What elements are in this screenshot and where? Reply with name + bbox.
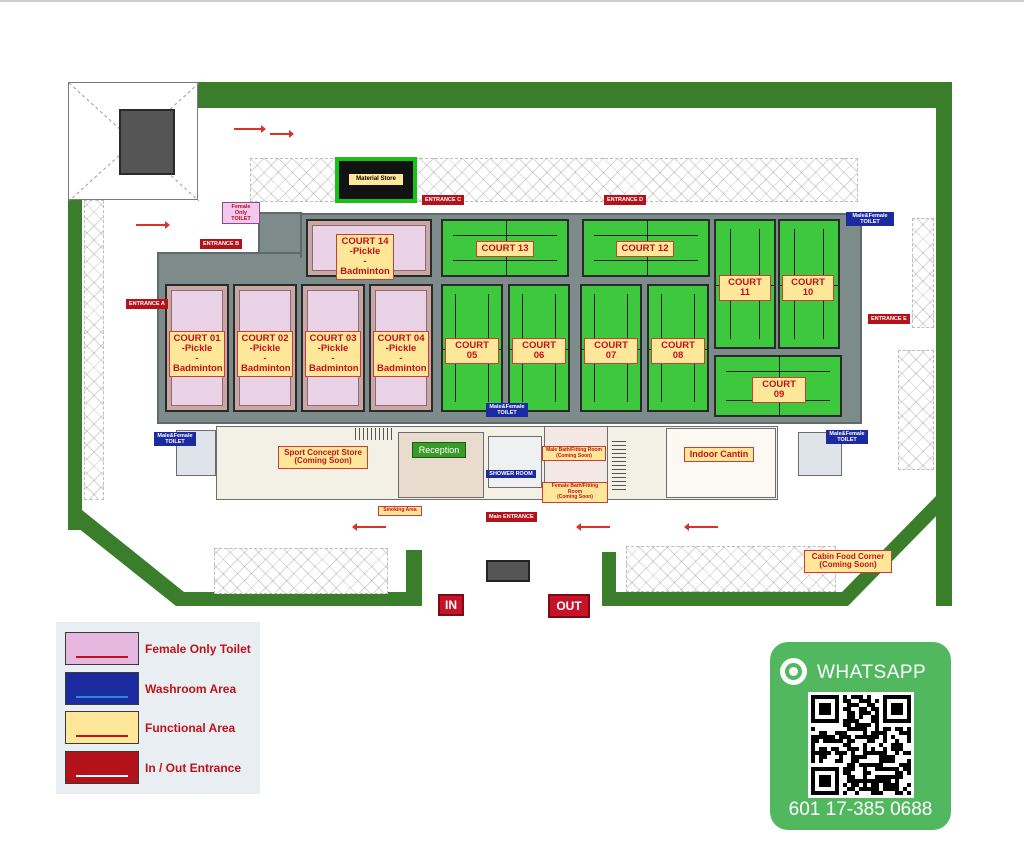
material-store: Material Store [335, 157, 417, 203]
court-08-label: COURT 08 [651, 338, 705, 364]
court-02-label: COURT 02 -Pickle -Badminton [237, 331, 293, 377]
court-07-label: COURT 07 [584, 338, 638, 364]
indoor-cantin-label: Indoor Cantin [684, 447, 754, 463]
whatsapp-title: WHATSAPP [817, 662, 927, 683]
in-gate: IN [438, 594, 464, 616]
court-12-label: COURT 12 [616, 241, 674, 257]
court-06-label: COURT 06 [512, 338, 566, 364]
court-09-label: COURT 09 [752, 377, 806, 403]
court-11-label: COURT 11 [719, 275, 771, 301]
gate-booth [486, 560, 530, 582]
court-10-label: COURT 10 [782, 275, 834, 301]
toilet-block-north [258, 212, 302, 254]
indoor-cantin-area [666, 428, 776, 498]
main-entrance-label: Main ENTRANCE [486, 512, 537, 522]
legend-item-inout: In / Out Entrance [65, 751, 255, 785]
parking-east [912, 218, 934, 328]
staircase-west [355, 428, 395, 440]
traffic-arrow [136, 221, 170, 229]
legend-item-washroom: Washroom Area [65, 672, 255, 706]
shower-room-label: SHOWER ROOM [486, 470, 536, 479]
mf-toilet-top-right-label: Male&Female TOILET [846, 212, 894, 227]
legend-label: Female Only Toilet [145, 642, 251, 656]
legend-swatch [65, 632, 139, 665]
legend-swatch [65, 751, 139, 784]
qr-code[interactable] [808, 692, 914, 798]
reception-label: Reception [412, 442, 466, 458]
west-landscape [68, 200, 82, 530]
whatsapp-icon [780, 658, 807, 685]
court-05-label: COURT 05 [445, 338, 499, 364]
legend-swatch [65, 672, 139, 705]
entrance-d-label: ENTRANCE D [604, 195, 647, 205]
traffic-arrow [270, 130, 294, 138]
court-01-label: COURT 01 -Pickle -Badminton [169, 331, 225, 377]
court-04-label: COURT 04 -Pickle -Badminton [373, 331, 429, 377]
cabin-food-label: Cabin Food Corner (Coming Soon) [804, 550, 892, 573]
sport-store-label: Sport Concept Store (Coming Soon) [278, 446, 368, 469]
legend-label: Washroom Area [145, 682, 237, 696]
mf-toilet-left-label: Male&Female TOILET [154, 432, 196, 447]
staircase-east [612, 440, 626, 490]
legend-label: In / Out Entrance [145, 761, 242, 775]
legend-label: Functional Area [145, 721, 236, 735]
legend-item-functional: Functional Area [65, 711, 255, 745]
traffic-arrow [576, 523, 610, 531]
traffic-arrow [352, 523, 386, 531]
mf-toilet-right-label: Male&Female TOILET [826, 430, 868, 445]
traffic-arrow [234, 125, 266, 133]
parking-west [84, 200, 104, 500]
material-store-label: Material Store [349, 174, 403, 185]
mf-toilet-center-label: Male&Female TOILET [486, 403, 528, 418]
male-bath-label: Male Bath/Fitting Room (Coming Soon) [542, 446, 606, 461]
outdoor-seating-east [898, 350, 934, 470]
out-gate: OUT [548, 594, 590, 618]
legend-item-female-toilet: Female Only Toilet [65, 632, 255, 666]
smoking-area-label: Smoking Area [378, 506, 422, 516]
court-13-label: COURT 13 [476, 241, 534, 257]
guard-house [119, 109, 175, 175]
female-bath-label: Female Bath/Fitting Room (Coming Soon) [542, 482, 608, 503]
traffic-arrow [684, 523, 718, 531]
south-west-landscape [68, 480, 422, 606]
court-03-label: COURT 03 -Pickle -Badminton [305, 331, 361, 377]
north-landscape [198, 82, 952, 108]
whatsapp-card[interactable]: WHATSAPP 601 17-385 0688 [770, 642, 951, 830]
top-divider [0, 0, 1024, 2]
parking-south-west [214, 548, 388, 594]
entrance-b-label: ENTRANCE B [200, 239, 243, 249]
court-14-label: COURT 14 -Pickle -Badminton [336, 234, 394, 280]
legend-swatch [65, 711, 139, 744]
whatsapp-phone[interactable]: 601 17-385 0688 [788, 799, 933, 820]
legend: Female Only Toilet Washroom Area Functio… [56, 622, 260, 794]
entrance-e-label: ENTRANCE E [868, 314, 910, 324]
female-only-toilet-label: Female Only TOILET [222, 202, 260, 225]
court-13[interactable] [441, 219, 569, 277]
guard-house-area [68, 82, 199, 201]
entrance-c-label: ENTRANCE C [422, 195, 465, 205]
shower-room-area [488, 436, 542, 488]
entrance-a-label: ENTRANCE A [126, 299, 168, 309]
parking-south-east [626, 546, 836, 592]
